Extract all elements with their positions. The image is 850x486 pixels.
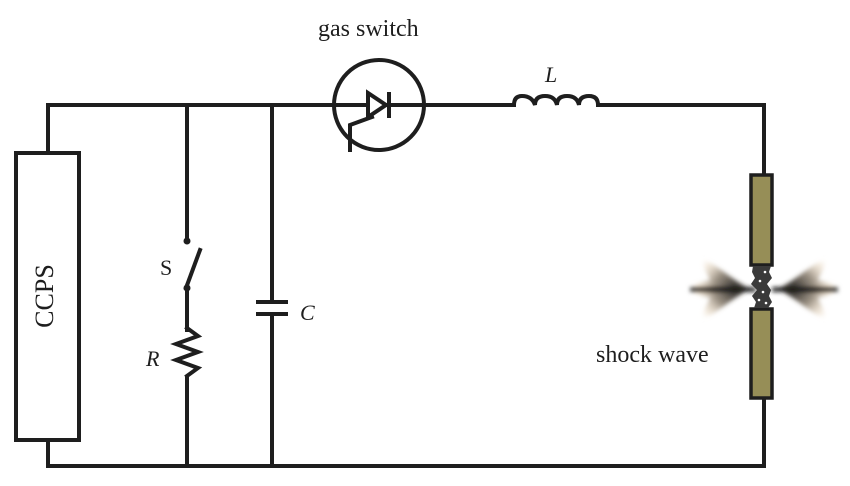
switch-contact-top <box>183 237 191 245</box>
wire-bottom-right <box>274 396 766 468</box>
ccps-box <box>14 151 81 442</box>
wire-bottom-left <box>46 439 272 468</box>
shock-wave-core-right <box>772 287 838 292</box>
gap-spark-1 <box>763 270 767 274</box>
gas-switch-label: gas switch <box>318 16 419 42</box>
inductor-label: L <box>544 62 557 87</box>
shock-wave-effect <box>684 258 844 320</box>
shock-wave-label: shock wave <box>596 342 709 368</box>
discharge-gap <box>751 266 772 308</box>
wire-top-left <box>46 103 335 154</box>
switch-s: S <box>160 237 203 292</box>
gas-switch: gas switch <box>318 16 427 152</box>
electrode-top <box>749 173 774 267</box>
gap-spark-3 <box>761 290 765 294</box>
capacitor-label: C <box>300 300 315 325</box>
resistor-label: R <box>145 346 160 371</box>
discharge-electrodes: shock wave <box>596 173 774 400</box>
switch-blade <box>183 247 203 291</box>
gap-spark-2 <box>758 279 762 283</box>
resistor-zigzag <box>170 325 204 379</box>
shock-wave-core-left <box>690 287 756 292</box>
electrode-bottom <box>749 307 774 400</box>
ccps-power-supply: CCPS <box>14 151 81 442</box>
gap-spark-5 <box>764 301 768 305</box>
gap-spark-4 <box>757 298 761 302</box>
inductor-l: L <box>510 62 602 107</box>
ccps-label: CCPS <box>30 264 59 328</box>
thyristor-triangle <box>366 89 390 121</box>
capacitor-c: C <box>256 300 315 325</box>
trigger-gate-lead <box>348 114 375 152</box>
inductor-coil <box>510 93 602 107</box>
wire-top-right <box>598 103 766 176</box>
switch-label: S <box>160 255 172 280</box>
resistor-r: R <box>145 325 204 379</box>
wires <box>46 103 766 468</box>
